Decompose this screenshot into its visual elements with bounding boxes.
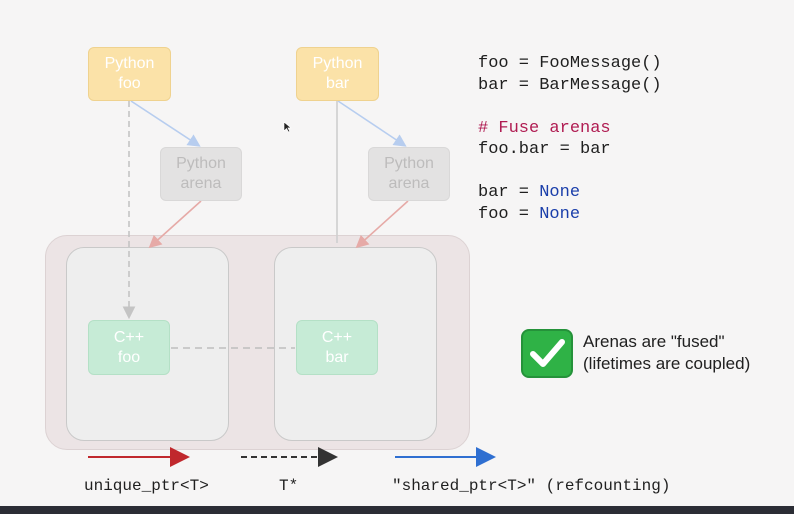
callout-line: Arenas are "fused" [583,332,725,351]
code-line: foo.bar = bar [478,140,611,159]
legend-shared-ptr-label: "shared_ptr<T>" (refcounting) [392,477,671,495]
bottom-bar [0,506,794,514]
code-line: bar = BarMessage() [478,75,662,95]
code-keyword: None [539,204,581,224]
code-keyword: None [539,183,581,202]
python-bar-node: Python bar [296,47,379,101]
cpp-foo-node: C++ foo [88,320,170,375]
cpp-bar-node: C++ bar [296,320,378,375]
mouse-cursor-icon [283,121,292,133]
arena-left-link-arrow [148,200,202,249]
python-arena-right-node: Python arena [368,147,450,201]
arena-right-link-arrow [355,200,409,249]
python-foo-node: Python foo [88,47,171,101]
python-foo-to-arena-arrow [130,100,201,147]
code-line: foo = None [478,204,581,224]
code-snippet: foo = FooMessage() bar = BarMessage() # … [478,53,662,225]
python-arena-left-node: Python arena [160,147,242,201]
check-mark-icon [521,329,573,378]
python-bar-to-arena-arrow [337,100,407,147]
code-comment: # Fuse arenas [478,118,611,138]
code-line: foo = FooMessage() [478,54,662,73]
callout-line: (lifetimes are coupled) [583,354,751,373]
fused-callout: Arenas are "fused" (lifetimes are couple… [583,331,750,375]
legend-raw-ptr-label: T* [279,477,299,495]
legend-unique-ptr-label: unique_ptr<T> [84,477,209,495]
code-line: bar = None [478,183,581,202]
